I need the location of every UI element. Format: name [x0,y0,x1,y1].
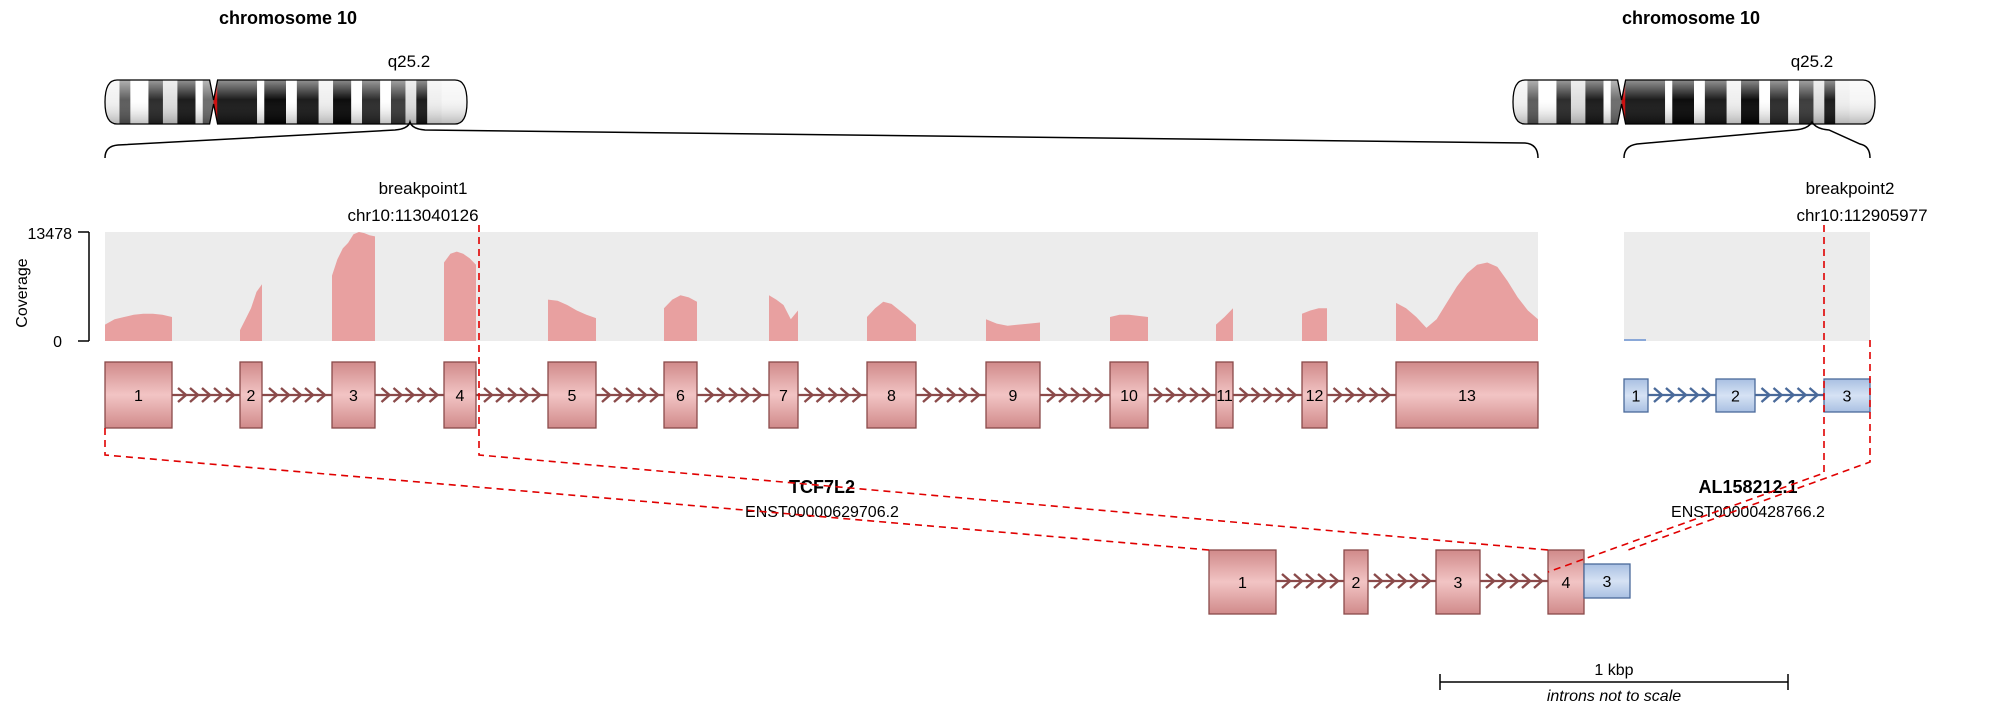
gene1-exon-4-label: 4 [456,388,465,405]
left-zoom-bracket [104,119,1539,159]
right-zoom-bracket [1623,120,1871,159]
gene1-exon-12: 12 [1301,361,1328,429]
coverage-peak-exon-8 [867,301,916,341]
gene2-exon-1: 1 [1623,378,1649,413]
gene2-exon-3: 3 [1823,378,1871,413]
gene1-exon-7: 7 [768,361,799,429]
gene1-exon-8-label: 8 [887,388,896,405]
coverage-peak-exon-7 [769,295,798,341]
fusion-exon-gene1-1: 1 [1208,549,1277,615]
fusion-exon-gene1-2: 2 [1343,549,1369,615]
left-chromosome-ideogram [104,79,468,125]
breakpoint1-position: chr10:113040126 [347,206,478,225]
gene2-exon-1-label: 1 [1632,389,1641,406]
coverage-peak-exon-10 [1110,314,1148,341]
fusion-exon-gene1-2-label: 2 [1352,575,1361,592]
left-chromosome-title: chromosome 10 [219,8,357,28]
breakpoint1-name: breakpoint1 [379,179,468,198]
coverage-track-gene2 [1624,339,1646,341]
gene2-exon-3-label: 3 [1843,389,1852,406]
coverage-peak-exon-2 [240,284,262,341]
breakpoint2-position: chr10:112905977 [1796,206,1927,225]
breakpoint-lines [104,225,1871,573]
gene1-exon-2: 2 [239,361,263,429]
fusion-exon-gene1-3: 3 [1435,549,1481,615]
scale-bar [1439,674,1789,690]
fusion-exon-gene1-4: 4 [1547,549,1585,615]
gene2-transcript-id: ENST00000428766.2 [1671,504,1825,521]
breakpoint1-cut-line [478,225,1549,551]
fusion-exon-gene1-4-label: 4 [1562,575,1571,592]
gene1-name: TCF7L2 [789,477,855,497]
fusion-exon-gene2-3: 3 [1583,563,1631,599]
fusion-exon-gene1-1-label: 1 [1238,575,1247,592]
gene1-exon-10: 10 [1109,361,1149,429]
coverage-peak-exon-1 [105,313,172,341]
coverage-axis: 13478 0 Coverage [14,226,90,351]
gene1-exon-5: 5 [547,361,597,429]
coverage-axis-label: Coverage [14,258,31,327]
coverage-track-gene1 [105,232,1538,341]
breakpoint2-right-connector [1627,340,1871,551]
gene1-exon-4: 4 [443,361,477,429]
coverage-peak-exon-9 [986,319,1040,341]
breakpoint2-name: breakpoint2 [1806,179,1895,198]
gene1-exon-11: 11 [1215,361,1234,429]
coverage-panel-gene2 [1624,232,1870,341]
coverage-peak-exon-6 [664,295,697,341]
gene1-exon-7-label: 7 [779,388,788,405]
gene1-exon-2-label: 2 [247,388,256,405]
coverage-peak-exon-11 [1216,308,1233,341]
gene1-exon-1: 1 [104,361,173,429]
coverage-min-tick: 0 [53,334,62,351]
gene1-exon-13: 13 [1395,361,1539,429]
gene1-exon-9-label: 9 [1009,388,1018,405]
gene1-exon-3: 3 [331,361,376,429]
gene2-exon-2-label: 2 [1731,389,1740,406]
right-band-label: q25.2 [1791,52,1834,71]
gene1-exon-1-label: 1 [134,388,143,405]
coverage-peak-exon-5 [548,299,596,341]
gene1-exon-8: 8 [866,361,917,429]
gene1-exon-6-label: 6 [676,388,685,405]
gene1-exon-5-label: 5 [568,388,577,405]
right-chromosome-title: chromosome 10 [1622,8,1760,28]
scale-bar-label: 1 kbp [1594,662,1633,679]
left-band-label: q25.2 [388,52,431,71]
gene1-exon-11-label: 11 [1216,388,1233,405]
gene1-exon-9: 9 [985,361,1041,429]
coverage-max-tick: 13478 [28,226,73,243]
fusion-exon-gene2-3-label: 3 [1603,574,1612,591]
gene1-exon-12-label: 12 [1306,388,1324,405]
gene1-exon-13-label: 13 [1458,388,1476,405]
gene1-exon-6: 6 [663,361,698,429]
right-chromosome-ideogram [1512,79,1876,125]
coverage-peak-exon-3 [332,232,375,341]
breakpoint1-left-connector [104,428,1210,551]
fusion-transcript-track: 1 2 3 4 3 [1208,549,1631,615]
gene2-exon-2: 2 [1715,378,1756,413]
coverage-peak-exon-13 [1396,262,1538,341]
gene1-exon-10-label: 10 [1120,388,1138,405]
coverage-peak-exon-12 [1302,308,1327,341]
scale-bar-note: introns not to scale [1547,688,1681,705]
coverage-peak-exon-4 [444,251,476,341]
gene1-transcript-id: ENST00000629706.2 [745,504,899,521]
gene1-exon-3-label: 3 [349,388,358,405]
gene2-transcript-track: 1 2 3 [1623,378,1871,413]
fusion-exon-gene1-3-label: 3 [1454,575,1463,592]
coverage-gene2-signal [1624,339,1646,341]
